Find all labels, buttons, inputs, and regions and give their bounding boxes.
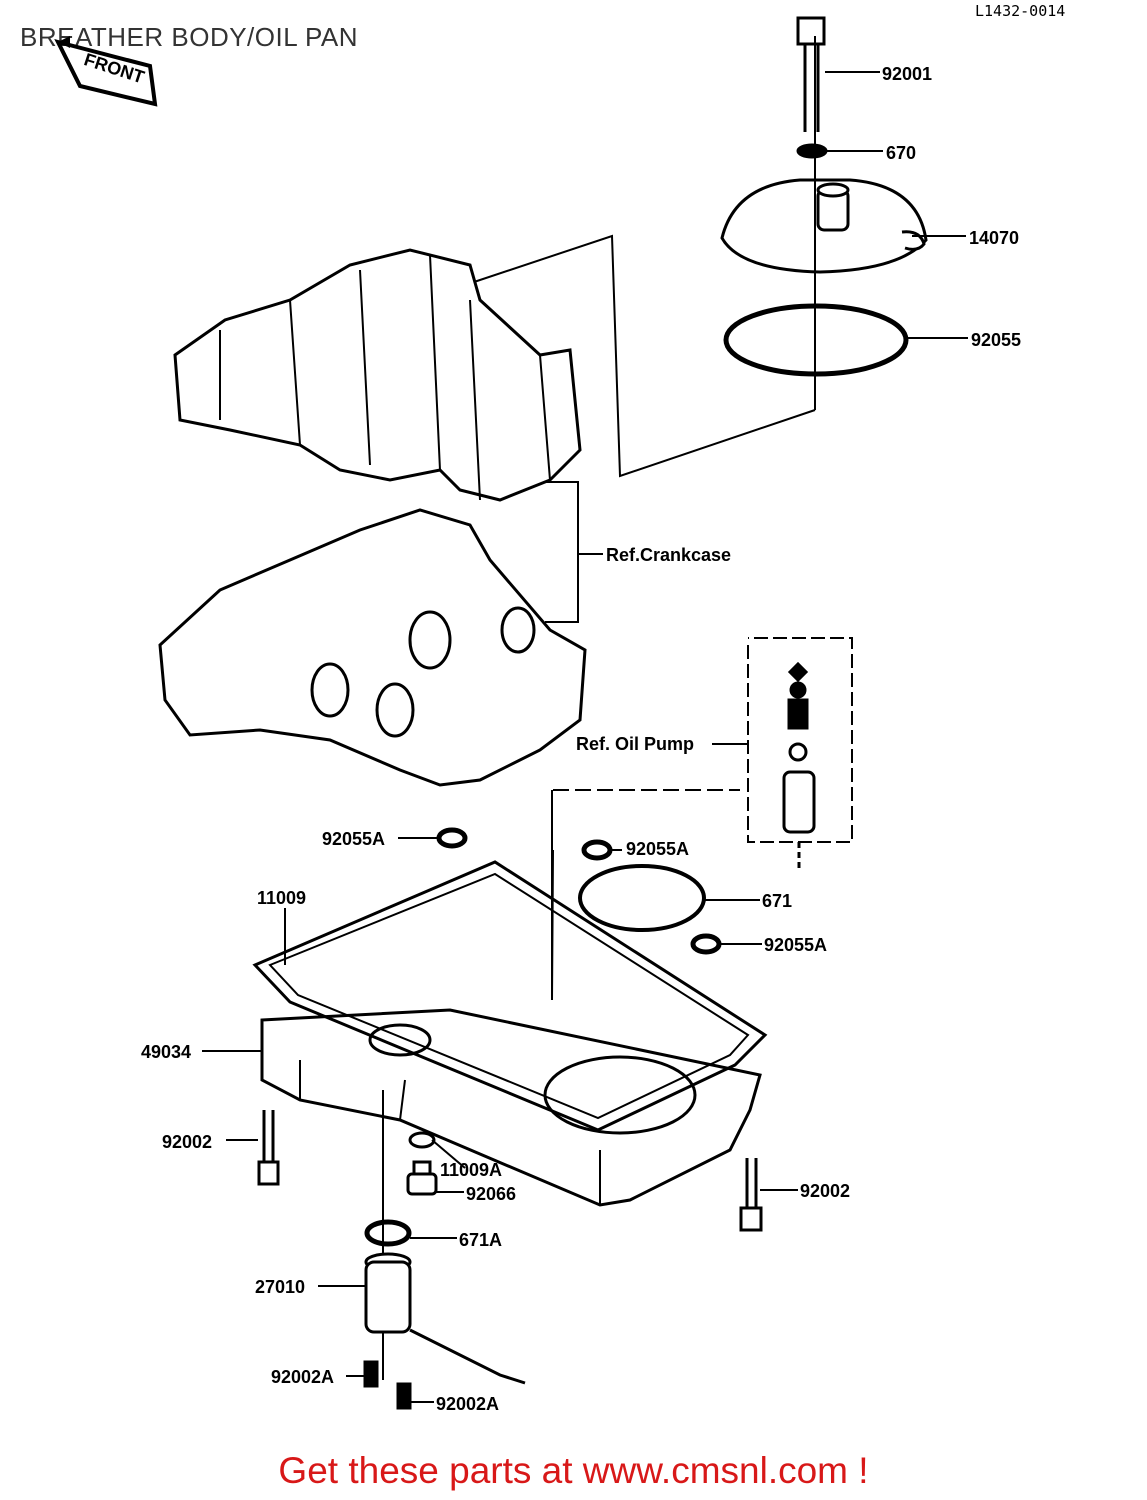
oil-pump-reference-box bbox=[747, 637, 853, 843]
part-label-92002a-left: 92002A bbox=[271, 1367, 334, 1387]
part-label-92002-right: 92002 bbox=[800, 1181, 850, 1201]
drain-plug-drawing bbox=[406, 1131, 438, 1196]
breather-bracket-lines bbox=[464, 36, 816, 478]
part-label-14070: 14070 bbox=[969, 228, 1019, 248]
oil-filter-drawing bbox=[364, 1252, 526, 1385]
part-label-92055a-left: 92055A bbox=[322, 829, 385, 849]
part-label-671a: 671A bbox=[459, 1230, 502, 1250]
crankcase-bracket bbox=[545, 481, 579, 623]
part-label-49034: 49034 bbox=[141, 1042, 191, 1062]
part-label-92002a-right: 92002A bbox=[436, 1394, 499, 1414]
diagram-code: L1432-0014 bbox=[975, 2, 1066, 20]
ref-crankcase-label: Ref.Crankcase bbox=[606, 545, 731, 565]
part-labels bbox=[202, 71, 968, 1403]
part-label-11009: 11009 bbox=[257, 888, 306, 908]
oil-pan-drawing bbox=[260, 1008, 762, 1207]
part-label-92002-left: 92002 bbox=[162, 1132, 212, 1152]
part-label-92055: 92055 bbox=[971, 330, 1021, 350]
part-label-92055a-right: 92055A bbox=[764, 935, 827, 955]
oil-pump-relief-valve-drawing bbox=[782, 661, 816, 870]
part-label-670: 670 bbox=[886, 143, 916, 163]
pan-bolt-right-drawing bbox=[739, 1158, 763, 1232]
part-label-92066: 92066 bbox=[466, 1184, 516, 1204]
oil-pan-gasket-drawing bbox=[252, 860, 768, 1132]
breather-bolt-drawing bbox=[796, 16, 828, 159]
filter-bolts-drawing bbox=[363, 1360, 412, 1410]
breather-cover-drawing bbox=[720, 178, 928, 274]
footer-link[interactable]: Get these parts at www.cmsnl.com ! bbox=[278, 1450, 869, 1491]
oil-pump-oring-drawing bbox=[578, 864, 706, 932]
part-label-92001: 92001 bbox=[882, 64, 932, 84]
front-arrow-icon: FRONT bbox=[54, 36, 158, 107]
part-label-27010: 27010 bbox=[255, 1277, 305, 1297]
part-label-92055a-middle: 92055A bbox=[626, 839, 689, 859]
pan-bolt-left-drawing bbox=[257, 1110, 280, 1186]
filter-oring-drawing bbox=[364, 1219, 412, 1247]
lower-crankcase-drawing bbox=[158, 508, 587, 787]
part-label-671: 671 bbox=[762, 891, 792, 911]
part-label-11009a: 11009A bbox=[440, 1160, 502, 1180]
upper-crankcase-drawing bbox=[173, 248, 582, 502]
ref-oil-pump-label: Ref. Oil Pump bbox=[576, 734, 694, 754]
